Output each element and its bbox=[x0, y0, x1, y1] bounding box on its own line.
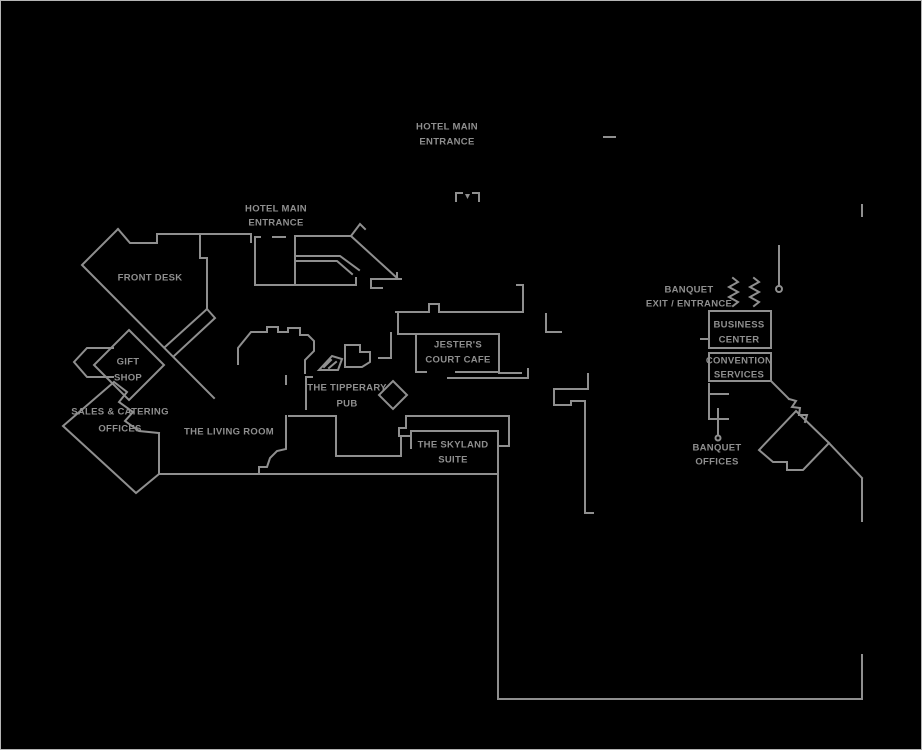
jesters-court-cafe-label-line-1: JESTER'S bbox=[434, 339, 482, 351]
corridor-walls bbox=[545, 313, 594, 514]
hotel-main-entrance-left-label-line-1: HOTEL MAIN bbox=[245, 203, 307, 215]
cafe-walls bbox=[378, 284, 529, 379]
sales-catering-offices-label-line-2: OFFICES bbox=[98, 423, 142, 435]
gift-shop-walls bbox=[72, 328, 166, 402]
skyland-suite-label-line-1: THE SKYLAND bbox=[417, 439, 489, 451]
tipperary-pub-label-line-2: PUB bbox=[336, 398, 358, 410]
business-center-label-line-2: CENTER bbox=[718, 334, 760, 346]
front-desk-walls bbox=[80, 227, 252, 400]
banquet-offices-label-line-1: BANQUET bbox=[692, 442, 742, 454]
sales-catering-walls bbox=[61, 380, 161, 495]
hotel-main-entrance-top-label-line-2: ENTRANCE bbox=[419, 136, 475, 148]
gift-shop-label-line-2: SHOP bbox=[113, 372, 143, 384]
convention-services-label-line-2: SERVICES bbox=[713, 369, 765, 381]
hotel-main-entrance-top-label-line-1: HOTEL MAIN bbox=[416, 121, 478, 133]
living-room-walls bbox=[237, 326, 315, 474]
door-swing-icon-banquet-offices bbox=[714, 408, 722, 442]
hotel-main-entrance-left-label-line-2: ENTRANCE bbox=[248, 217, 304, 229]
entrance-door-icon bbox=[455, 192, 480, 202]
gift-shop-label-line-1: GIFT bbox=[116, 356, 140, 368]
door-swing-icon-north bbox=[775, 245, 783, 293]
tipperary-pub-label-line-1: THE TIPPERARY bbox=[307, 382, 387, 394]
skyland-suite-label-line-2: SUITE bbox=[438, 454, 468, 466]
banquet-exit-entrance-label-line-1: BANQUET bbox=[664, 284, 714, 296]
banquet-offices-label-line-2: OFFICES bbox=[695, 456, 739, 468]
entrance-vestibule-walls bbox=[254, 222, 402, 289]
stairs-icon bbox=[726, 276, 809, 424]
living-room-label: THE LIVING ROOM bbox=[184, 426, 274, 438]
business-center-label-line-1: BUSINESS bbox=[713, 319, 765, 331]
skyland-suite-walls bbox=[398, 415, 510, 474]
jesters-court-cafe-label-line-2: COURT CAFE bbox=[425, 354, 491, 366]
convention-services-label-line-1: CONVENTION bbox=[705, 355, 773, 367]
perimeter-walls bbox=[158, 473, 863, 700]
front-desk-label: FRONT DESK bbox=[117, 272, 183, 284]
banquet-wing-walls bbox=[700, 310, 864, 480]
banquet-exit-entrance-label-line-2: EXIT / ENTRANCE bbox=[645, 298, 733, 310]
sales-catering-offices-label-line-1: SALES & CATERING bbox=[71, 406, 169, 418]
